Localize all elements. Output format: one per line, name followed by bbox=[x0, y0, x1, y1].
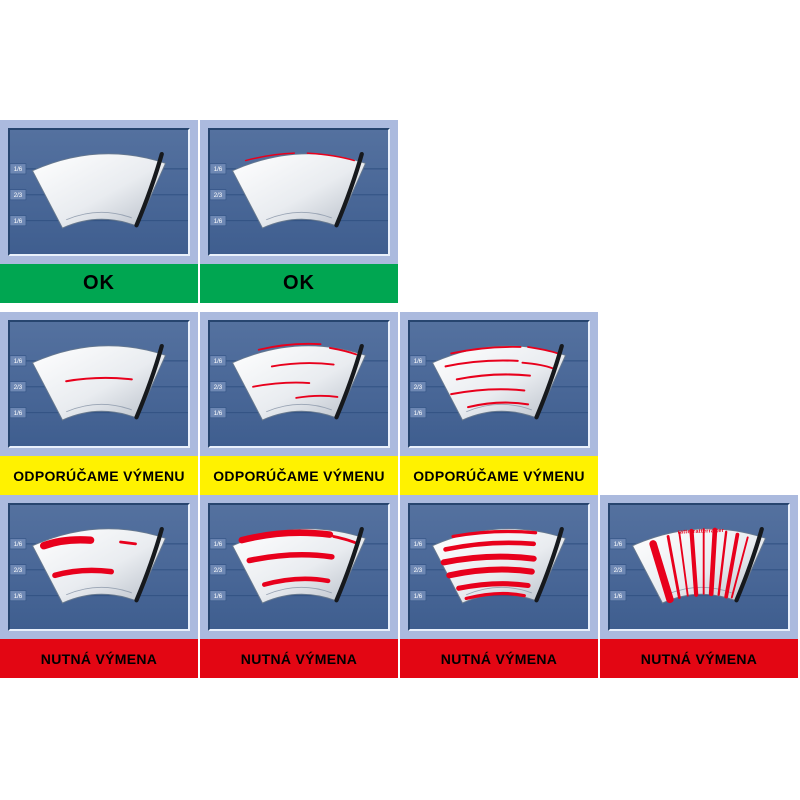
red-streak-mark bbox=[257, 342, 322, 351]
wiper-swipe-graphic bbox=[10, 505, 188, 629]
wiper-test-panel bbox=[408, 503, 590, 631]
wiper-condition-cell: ODPORÚČAME VÝMENU bbox=[0, 312, 198, 495]
red-streak-mark bbox=[455, 373, 531, 381]
red-streak-mark bbox=[527, 346, 559, 355]
red-streak-mark bbox=[244, 152, 296, 162]
wiper-condition-cell: ODPORÚČAME VÝMENU bbox=[400, 312, 598, 495]
red-streak-mark bbox=[446, 566, 535, 579]
red-streak-mark bbox=[443, 540, 537, 552]
status-label-recommend: ODPORÚČAME VÝMENU bbox=[400, 456, 598, 495]
red-streak-mark bbox=[464, 591, 526, 601]
wiper-condition-cell: ratterratterratter NUTNÁ VÝMENA bbox=[600, 495, 798, 678]
wiper-swipe-graphic bbox=[210, 322, 388, 446]
wiper-test-panel bbox=[208, 320, 390, 448]
wiper-swipe-graphic bbox=[410, 322, 588, 446]
panel-frame bbox=[400, 312, 598, 456]
panel-frame bbox=[0, 120, 198, 264]
row-recommend-replacement: ODPORÚČAME VÝMENU ODPORÚČAME VÝMENU bbox=[0, 312, 798, 495]
red-streak-mark bbox=[730, 536, 749, 599]
wiper-condition-cell: ODPORÚČAME VÝMENU bbox=[200, 312, 398, 495]
red-streak-mark bbox=[717, 530, 728, 596]
wiper-condition-cell: OK bbox=[0, 120, 198, 303]
red-streak-mark bbox=[252, 381, 311, 388]
panel-frame bbox=[400, 495, 598, 639]
red-streak-mark bbox=[306, 152, 356, 162]
wiper-test-panel bbox=[408, 320, 590, 448]
red-streak-mark bbox=[119, 540, 137, 546]
red-streak-mark bbox=[328, 346, 358, 356]
red-streak-mark bbox=[238, 529, 334, 544]
red-streak-mark bbox=[65, 376, 133, 383]
panel-frame bbox=[0, 312, 198, 456]
red-streak-mark bbox=[246, 551, 335, 564]
red-streak-mark bbox=[52, 567, 114, 579]
red-streak-mark bbox=[444, 359, 519, 368]
wiper-wear-chart: OK OK bbox=[0, 120, 798, 678]
red-streak-mark bbox=[521, 361, 554, 370]
status-label-required: NUTNÁ VÝMENA bbox=[400, 639, 598, 678]
red-streak-mark bbox=[467, 401, 530, 409]
red-streak-mark bbox=[450, 388, 526, 396]
red-streak-mark bbox=[666, 535, 681, 599]
wiper-test-panel bbox=[8, 320, 190, 448]
wiper-test-panel bbox=[8, 503, 190, 631]
status-label-recommend: ODPORÚČAME VÝMENU bbox=[200, 456, 398, 495]
red-streak-mark bbox=[456, 581, 531, 591]
wiper-swipe-graphic bbox=[210, 130, 388, 254]
wiper-condition-cell: NUTNÁ VÝMENA bbox=[400, 495, 598, 678]
red-streak-mark bbox=[649, 540, 674, 604]
wiper-test-panel bbox=[208, 503, 390, 631]
wiper-test-panel: ratterratterratter bbox=[608, 503, 790, 631]
status-label-required: NUTNÁ VÝMENA bbox=[200, 639, 398, 678]
status-label-ok: OK bbox=[0, 264, 198, 303]
wiper-swipe-graphic bbox=[210, 505, 388, 629]
panel-frame bbox=[200, 312, 398, 456]
row-ok: OK OK bbox=[0, 120, 798, 303]
status-label-recommend: ODPORÚČAME VÝMENU bbox=[0, 456, 198, 495]
wiper-swipe-graphic bbox=[410, 505, 588, 629]
panel-frame bbox=[200, 120, 398, 264]
red-streak-mark bbox=[451, 529, 538, 539]
panel-frame bbox=[0, 495, 198, 639]
red-streak-mark bbox=[678, 531, 689, 597]
panel-frame bbox=[200, 495, 398, 639]
status-label-required: NUTNÁ VÝMENA bbox=[0, 639, 198, 678]
wiper-test-panel bbox=[208, 128, 390, 256]
red-streak-mark bbox=[295, 394, 339, 399]
wiper-swipe-graphic: ratterratterratter bbox=[610, 505, 788, 629]
red-streak-mark bbox=[39, 536, 95, 550]
red-streak-mark bbox=[724, 532, 740, 599]
red-streak-mark bbox=[270, 362, 335, 368]
red-streak-mark bbox=[689, 528, 699, 597]
chatter-text: ratterratterratter bbox=[678, 528, 725, 536]
red-streak-mark bbox=[440, 553, 537, 566]
wiper-swipe-graphic bbox=[10, 322, 188, 446]
panel-frame: ratterratterratter bbox=[600, 495, 798, 639]
red-streak-mark bbox=[708, 527, 718, 597]
status-label-ok: OK bbox=[200, 264, 398, 303]
red-streak-mark bbox=[450, 345, 522, 355]
wiper-test-panel bbox=[8, 128, 190, 256]
wiper-condition-cell: OK bbox=[200, 120, 398, 303]
wiper-condition-cell: NUTNÁ VÝMENA bbox=[200, 495, 398, 678]
red-streak-mark bbox=[261, 576, 331, 587]
status-label-required: NUTNÁ VÝMENA bbox=[600, 639, 798, 678]
row-replacement-required: NUTNÁ VÝMENA NUTNÁ VÝMENA bbox=[0, 495, 798, 678]
wiper-condition-cell: NUTNÁ VÝMENA bbox=[0, 495, 198, 678]
wiper-swipe-graphic bbox=[10, 130, 188, 254]
